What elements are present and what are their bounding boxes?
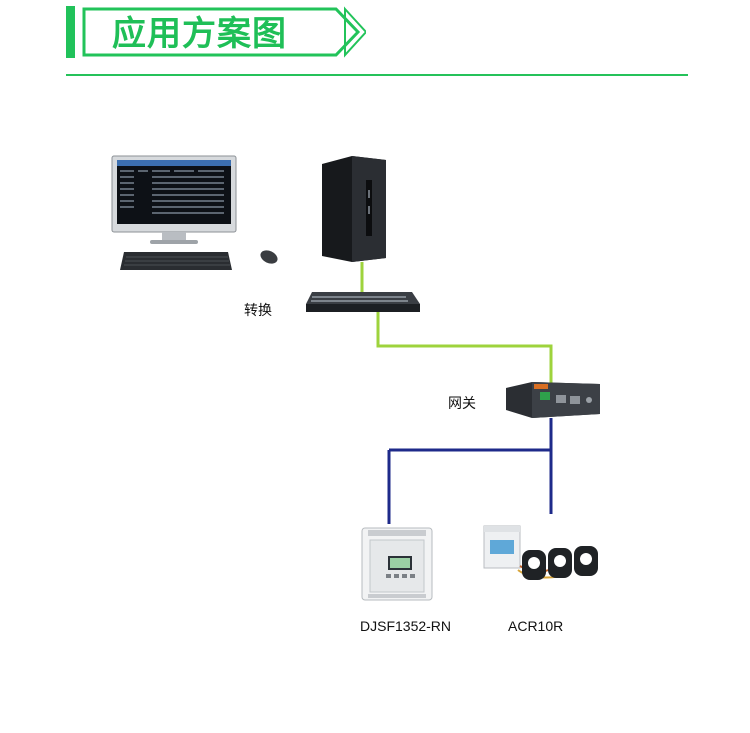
page-title: 应用方案图 bbox=[112, 14, 287, 54]
header-accent-bar bbox=[66, 6, 75, 58]
current-transformer-icon bbox=[522, 546, 598, 580]
section-header: 应用方案图 bbox=[66, 6, 366, 58]
meter2-label: ACR10R bbox=[508, 618, 564, 634]
keyboard-icon bbox=[120, 252, 232, 270]
rs485-bus bbox=[387, 418, 553, 524]
switch-gateway-link bbox=[376, 308, 553, 384]
mouse-icon bbox=[260, 250, 278, 264]
ethernet-links bbox=[360, 262, 553, 384]
network-switch-icon bbox=[306, 292, 420, 312]
gateway-label: 网关 bbox=[448, 396, 476, 412]
gateway-icon bbox=[506, 382, 600, 418]
header-divider bbox=[66, 74, 688, 76]
header-arrow-frame bbox=[82, 6, 366, 58]
meter1-label: DJSF1352-RN bbox=[360, 618, 452, 634]
switch-label: 转换 bbox=[244, 303, 272, 319]
acr10r-meter-icon bbox=[483, 525, 567, 579]
desktop-monitor-icon bbox=[111, 155, 237, 244]
dc-meter-icon bbox=[361, 527, 433, 601]
server-tower-icon bbox=[322, 156, 386, 262]
